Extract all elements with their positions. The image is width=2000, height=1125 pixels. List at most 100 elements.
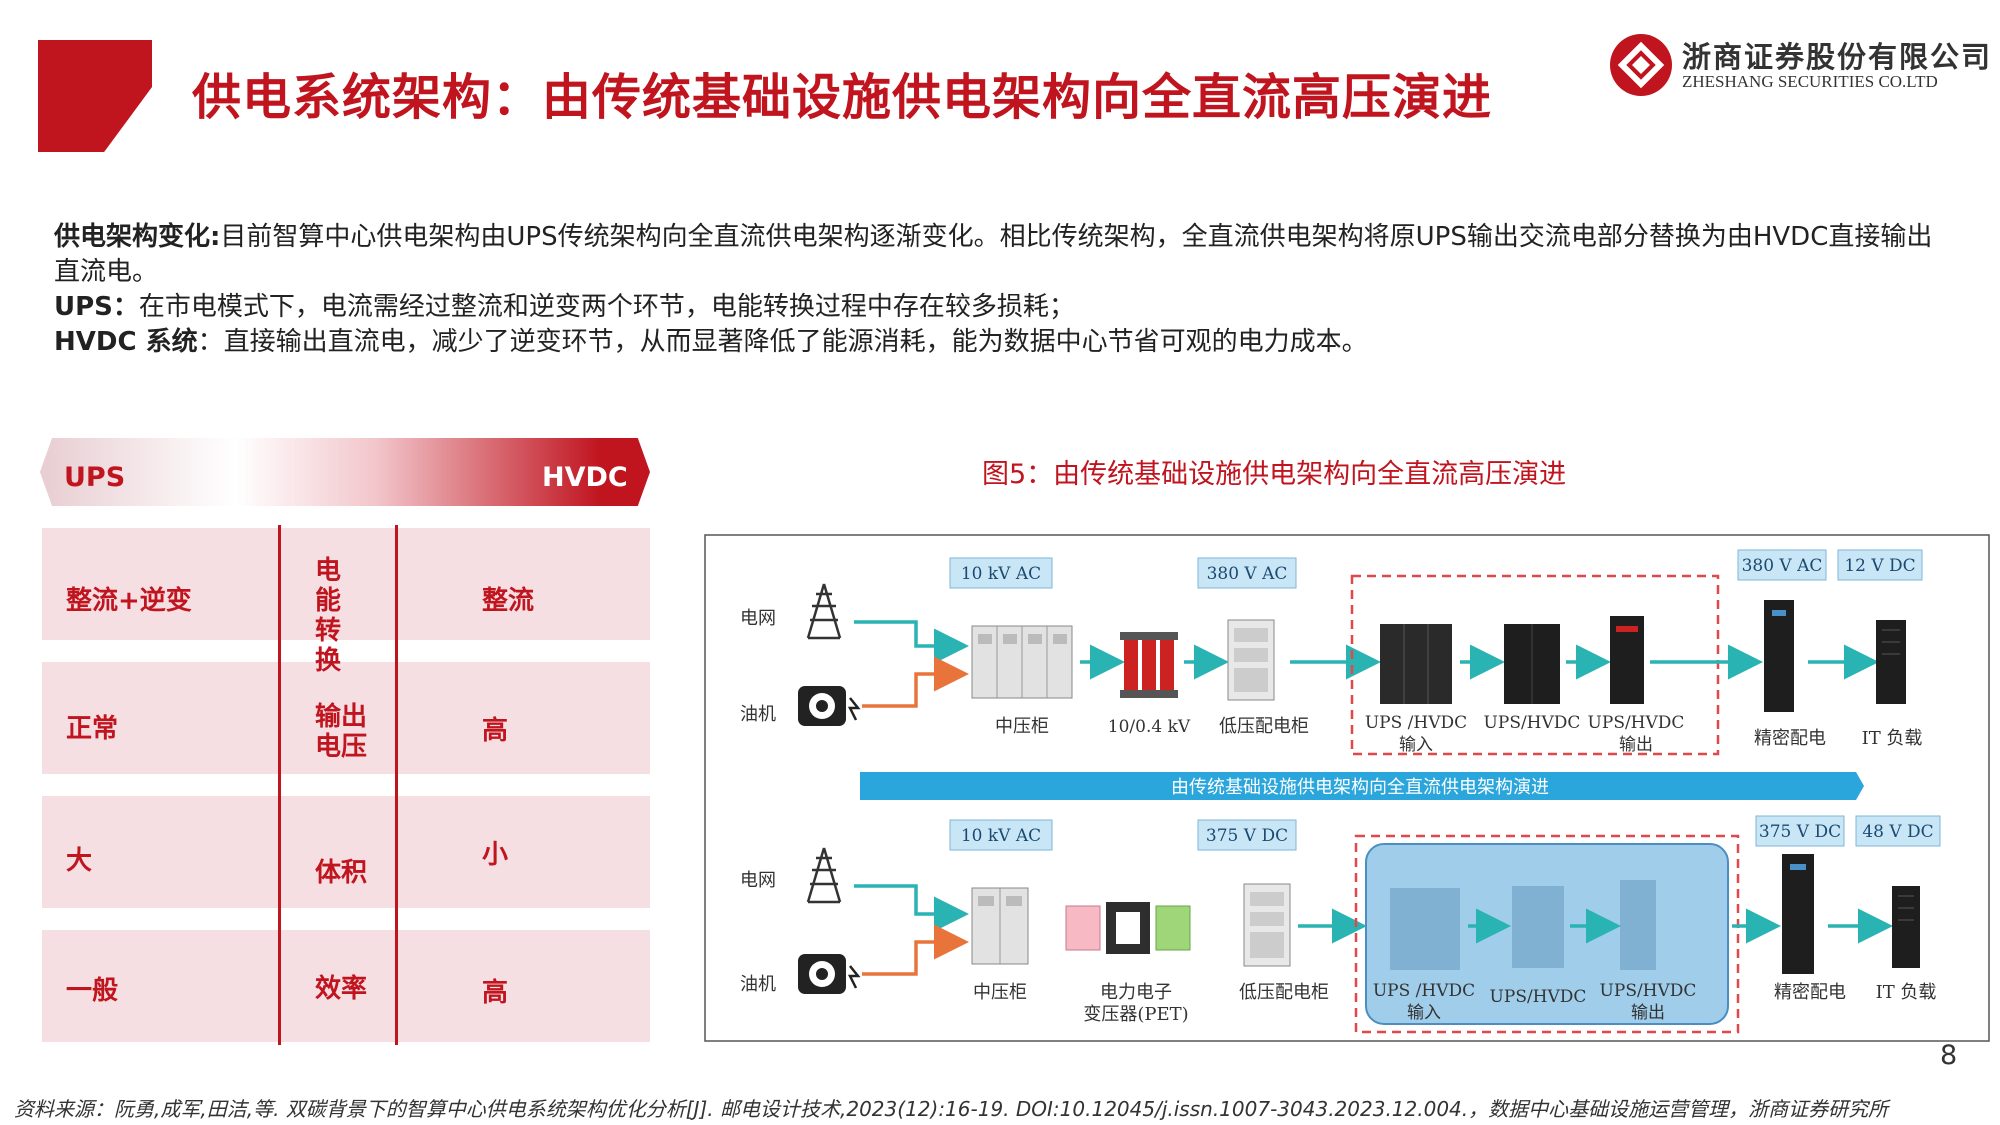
figure-caption: 图5：由传统基础设施供电架构向全直流高压演进 (982, 459, 1567, 490)
ups-group-dashed-box (1350, 574, 1720, 756)
label-lv-cabinet-top: 低压配电柜 (1219, 716, 1309, 737)
comparison-row (42, 528, 650, 640)
evolution-banner-text: 由传统基础设施供电架构向全直流供电架构演进 (1171, 777, 1549, 798)
low-voltage-cabinet-icon (1227, 619, 1275, 701)
label-transformer: 10/0.4 kV (1108, 717, 1191, 737)
band-label-hvdc: HVDC (542, 462, 628, 493)
voltage-tag (1755, 815, 1845, 847)
hvdc-value: 整流 (482, 586, 535, 616)
precision-distribution-icon (1764, 600, 1794, 712)
source-note: 资料来源：阮勇,成军,田洁,等. 双碳背景下的智算中心供电系统架构优化分析[J]… (14, 1097, 1889, 1121)
label-mv-cabinet-bottom: 中压柜 (973, 982, 1027, 1003)
hvdc-value: 高 (482, 978, 509, 1008)
intro-key-ups: UPS： (54, 292, 139, 322)
label-ups-output-top-1: UPS/HVDC (1588, 713, 1685, 733)
medium-voltage-cabinet-icon (971, 887, 1029, 965)
low-voltage-cabinet-icon (1243, 883, 1291, 967)
label-mv-cabinet-top: 中压柜 (995, 716, 1049, 737)
company-name-cn: 浙商证券股份有限公司 (1682, 40, 1993, 74)
label-ups-mid-top: UPS/HVDC (1484, 713, 1581, 733)
band-label-ups: UPS (64, 462, 126, 493)
ups-input-cabinet-icon (1390, 888, 1460, 970)
title-accent-block (38, 40, 152, 152)
intro-key-hvdc: HVDC 系统 (54, 327, 198, 357)
voltage-tag (1197, 819, 1297, 851)
company-name-en: ZHESHANG SECURITIES CO.LTD (1682, 72, 1938, 91)
label-ups-output-bottom-2: 输出 (1631, 1003, 1665, 1023)
intro-text-ups: 在市电模式下，电流需经过整流和逆变两个环节，电能转换过程中存在较多损耗； (138, 292, 1075, 322)
flow-arrow (862, 924, 969, 976)
label-generator-bottom: 油机 (740, 974, 776, 995)
company-logo-icon (1610, 34, 1672, 96)
voltage-tag-text: 380 V AC (1742, 556, 1823, 576)
transmission-tower-icon (806, 583, 842, 640)
intro-text-architecture: 目前智算中心供电架构由UPS传统架构向全直流供电架构逐渐变化。相比传统架构，全直… (54, 222, 1933, 287)
flow-arrow (854, 620, 969, 664)
voltage-tag (1737, 549, 1827, 581)
ups-value: 一般 (66, 976, 119, 1006)
comparison-row (42, 930, 650, 1042)
generator-icon (798, 686, 861, 726)
voltage-tag-text: 10 kV AC (961, 564, 1041, 584)
label-ups-input-top-2: 输入 (1399, 735, 1433, 755)
label-ups-output-top-2: 输出 (1619, 735, 1653, 755)
transmission-tower-icon (806, 847, 842, 904)
label-precision-bottom: 精密配电 (1774, 982, 1846, 1003)
label-ups-mid-bottom: UPS/HVDC (1490, 987, 1587, 1007)
it-server-rack-icon (1876, 620, 1906, 704)
ups-output-cabinet-icon (1620, 880, 1656, 970)
transformer-icon (1120, 632, 1178, 698)
label-pet-2: 变压器(PET) (1083, 1004, 1188, 1025)
intro-key-architecture: 供电架构变化: (54, 222, 221, 252)
voltage-tag (949, 557, 1053, 589)
column-divider (395, 525, 398, 1045)
voltage-tag (1837, 549, 1923, 581)
intro-paragraph-hvdc: HVDC 系统：直接输出直流电，减少了逆变环节，从而显著降低了能源消耗，能为数据… (54, 325, 1954, 360)
ups-cabinet-icon (1504, 624, 1560, 704)
hvdc-value: 高 (482, 716, 509, 746)
comparison-item: 体积 (315, 858, 368, 888)
label-precision-top: 精密配电 (1754, 728, 1826, 749)
comparison-item: 效率 (315, 974, 368, 1004)
comparison-item: 电能转换 (315, 556, 342, 676)
it-server-rack-icon (1892, 886, 1920, 968)
label-ups-output-bottom-1: UPS/HVDC (1600, 981, 1697, 1001)
intro-paragraph-architecture: 供电架构变化:目前智算中心供电架构由UPS传统架构向全直流供电架构逐渐变化。相比… (54, 220, 1954, 290)
label-lv-cabinet-bottom: 低压配电柜 (1239, 982, 1329, 1003)
label-it-load-top: IT 负载 (1862, 728, 1923, 749)
comparison-row (42, 662, 650, 774)
hvdc-group-dashed-box (1354, 834, 1740, 1034)
precision-distribution-icon (1782, 854, 1814, 974)
label-ups-input-bottom-1: UPS /HVDC (1373, 981, 1475, 1001)
hvdc-value: 小 (482, 840, 509, 870)
intro-text: 供电架构变化:目前智算中心供电架构由UPS传统架构向全直流供电架构逐渐变化。相比… (54, 220, 1954, 360)
ups-value: 整流+逆变 (66, 586, 192, 616)
label-grid-bottom: 电网 (740, 870, 776, 891)
intro-text-hvdc: ：直接输出直流电，减少了逆变环节，从而显著降低了能源消耗，能为数据中心节省可观的… (197, 327, 1368, 357)
label-ups-input-bottom-2: 输入 (1407, 1003, 1441, 1023)
ups-input-cabinet-icon (1380, 624, 1452, 704)
medium-voltage-cabinet-icon (971, 625, 1073, 699)
flow-arrow (862, 656, 969, 708)
ups-hvdc-gradient-band (40, 438, 650, 506)
column-divider (278, 525, 281, 1045)
page-number: 8 (1940, 1040, 1958, 1071)
comparison-row (42, 796, 650, 908)
voltage-tag (1197, 557, 1297, 589)
hvdc-group-highlight (1365, 843, 1729, 1025)
power-architecture-diagram: 电网 油机 10 kV AC 380 V AC 380 V AC 12 V DC… (704, 534, 1990, 1042)
voltage-tag-text: 380 V AC (1207, 564, 1288, 584)
voltage-tag-text: 375 V DC (1759, 822, 1841, 842)
evolution-banner (860, 772, 1864, 800)
page-title: 供电系统架构：由传统基础设施供电架构向全直流高压演进 (192, 69, 1493, 126)
label-grid-top: 电网 (740, 608, 776, 629)
label-it-load-bottom: IT 负载 (1876, 982, 1937, 1003)
label-generator-top: 油机 (740, 704, 776, 725)
flow-arrow (854, 884, 969, 932)
intro-paragraph-ups: UPS：在市电模式下，电流需经过整流和逆变两个环节，电能转换过程中存在较多损耗； (54, 290, 1954, 325)
pet-transformer-icon (1065, 902, 1191, 954)
voltage-tag-text: 12 V DC (1844, 556, 1915, 576)
ups-cabinet-icon (1512, 886, 1564, 968)
label-ups-input-top-1: UPS /HVDC (1365, 713, 1467, 733)
label-pet-1: 电力电子 (1100, 982, 1172, 1003)
